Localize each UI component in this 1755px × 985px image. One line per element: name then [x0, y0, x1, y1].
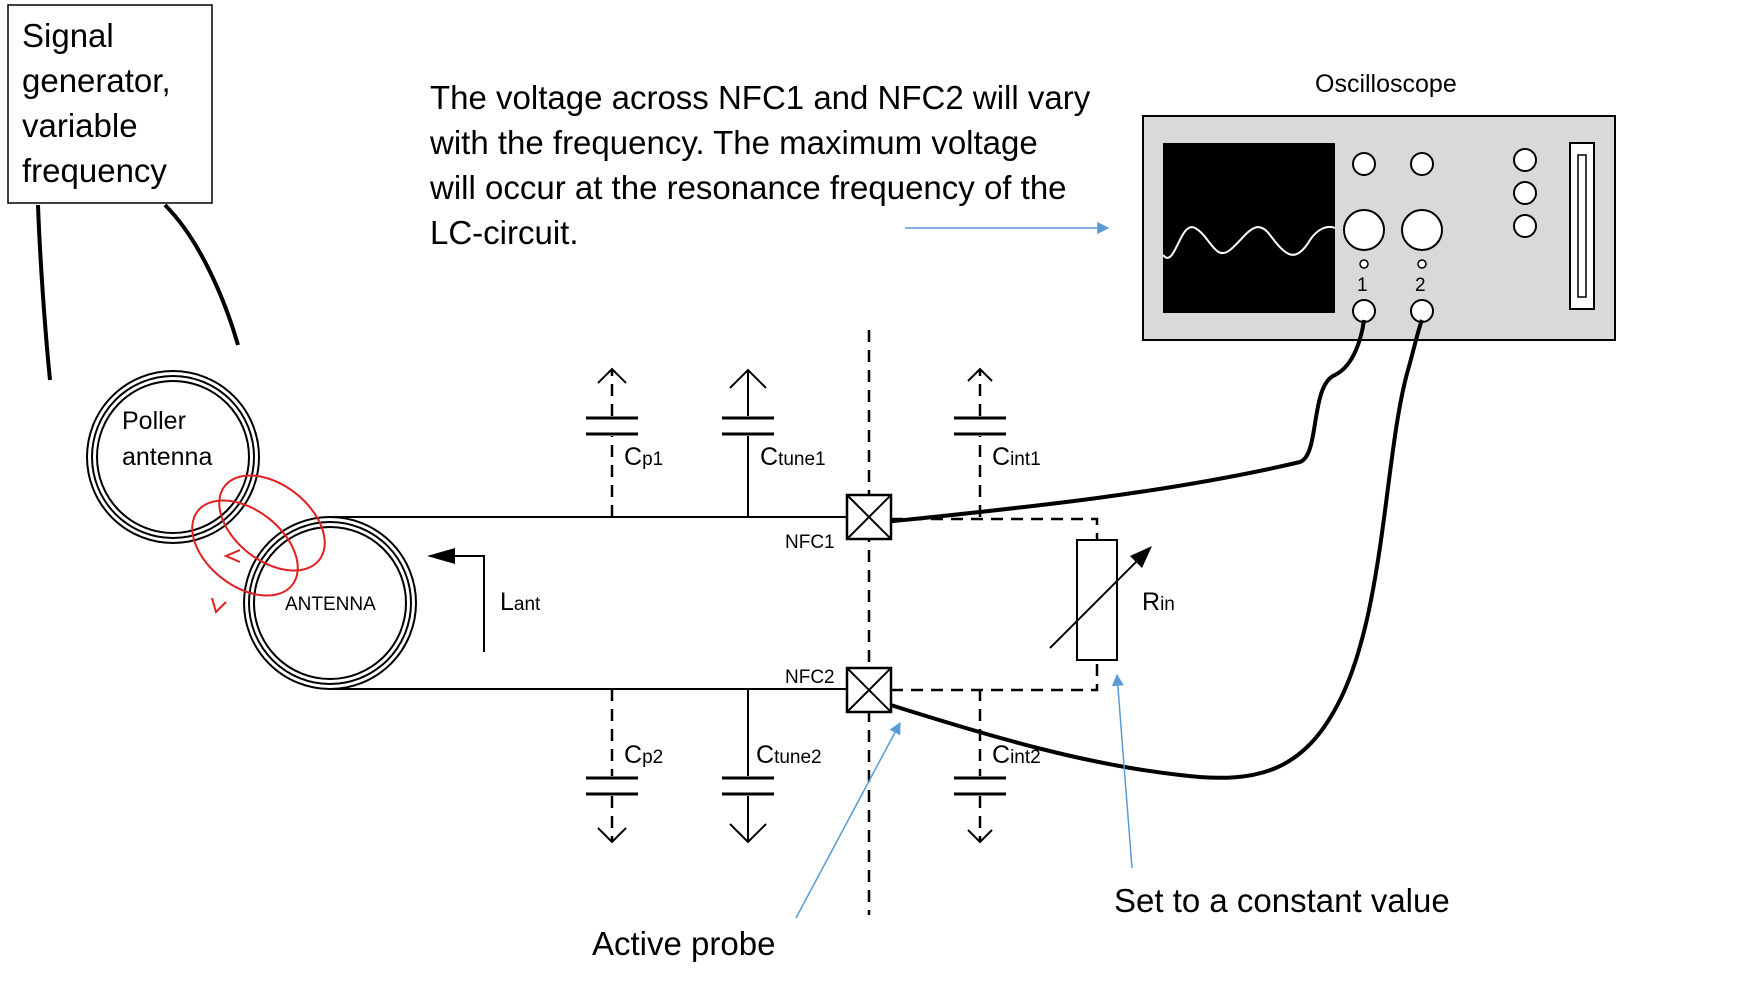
signal-generator-line-1: Signal [22, 17, 114, 54]
pin-nfc2: NFC2 [785, 666, 893, 714]
cp2-label-main: C [624, 741, 642, 769]
rin-label-sub: in [1160, 594, 1175, 615]
signal-generator-line-2: generator, [22, 62, 171, 99]
ctune1-label: Ctune1 [760, 443, 826, 471]
inductor-lant: Lant [427, 548, 541, 652]
nfc2-label: NFC2 [785, 667, 835, 688]
cint2-label-sub: int2 [1010, 747, 1041, 768]
probe-cable-ch2 [874, 319, 1424, 780]
inductor-label: Lant [500, 588, 541, 616]
antenna: ANTENNA [243, 516, 417, 690]
ctune1-label-main: C [760, 443, 778, 471]
capacitor-ctune2: Ctune2 [722, 689, 822, 844]
channel-2-label: 2 [1415, 275, 1426, 296]
description-line-1: The voltage across NFC1 and NFC2 will va… [430, 79, 1091, 116]
probe-cable-ch1 [874, 319, 1366, 525]
signal-generator: Signal generator, variable frequency [7, 4, 213, 204]
active-probe-label: Active probe [592, 925, 775, 962]
slider-slot [1577, 154, 1587, 298]
cp1-label-main: C [624, 443, 642, 471]
dial-channel-1 [1343, 209, 1385, 251]
cp1-label: Cp1 [624, 443, 663, 471]
ctune2-label-main: C [756, 741, 774, 769]
signal-generator-line-4: frequency [22, 152, 167, 189]
indicator-2 [1417, 259, 1427, 269]
antenna-label: ANTENNA [285, 594, 376, 615]
capacitor-cint1: Cint1 [954, 367, 1041, 517]
channel-2-input [1410, 299, 1434, 323]
resistor-rin: Rin [891, 517, 1175, 692]
channel-1-label: 1 [1357, 275, 1368, 296]
cp2-label: Cp2 [624, 741, 663, 769]
rin-label: Rin [1142, 588, 1175, 616]
description-text: The voltage across NFC1 and NFC2 will va… [429, 79, 1091, 251]
cint1-label-sub: int1 [1010, 449, 1041, 470]
dial-channel-2 [1401, 209, 1443, 251]
channel-1-input [1352, 299, 1376, 323]
oscilloscope: Oscilloscope 1 2 [1142, 70, 1616, 341]
poller-antenna: Poller antenna [86, 370, 260, 544]
cint2-label: Cint2 [992, 741, 1041, 769]
description-line-3: will occur at the resonance frequency of… [429, 169, 1067, 206]
rin-label-main: R [1142, 588, 1160, 616]
set-constant-arrow [1111, 673, 1133, 869]
poller-antenna-label-2: antenna [122, 443, 212, 471]
description-line-2: with the frequency. The maximum voltage [429, 124, 1038, 161]
capacitor-cp2: Cp2 [586, 689, 663, 844]
cp1-label-sub: p1 [642, 449, 663, 470]
ctune1-label-sub: tune1 [778, 449, 826, 470]
set-constant-label: Set to a constant value [1114, 882, 1450, 919]
inductor-label-main: L [500, 588, 514, 616]
pin-nfc1: NFC1 [785, 493, 893, 553]
cint1-label-main: C [992, 443, 1010, 471]
description-line-4: LC-circuit. [430, 214, 579, 251]
capacitor-ctune1: Ctune1 [722, 368, 826, 517]
waveform-trace [1162, 225, 1336, 259]
generator-cable-right [163, 203, 240, 346]
knob-5 [1513, 214, 1537, 238]
ctune2-label-sub: tune2 [774, 747, 822, 768]
signal-generator-line-3: variable [22, 107, 138, 144]
capacitor-cint2: Cint2 [954, 689, 1041, 844]
nfc1-label: NFC1 [785, 532, 835, 553]
capacitor-cp1: Cp1 [586, 367, 663, 517]
magnetic-field-coupling [191, 474, 326, 614]
knob-1 [1352, 152, 1376, 176]
cp2-label-sub: p2 [642, 747, 663, 768]
inductor-label-sub: ant [514, 594, 541, 615]
indicator-1 [1359, 259, 1369, 269]
generator-cable-left [36, 204, 52, 381]
knob-3 [1513, 148, 1537, 172]
poller-antenna-label-1: Poller [122, 407, 186, 435]
active-probe-arrow [795, 721, 901, 919]
oscilloscope-title: Oscilloscope [1315, 70, 1457, 98]
ctune2-label: Ctune2 [756, 741, 822, 769]
knob-2 [1410, 152, 1434, 176]
cint1-label: Cint1 [992, 443, 1041, 471]
cint2-label-main: C [992, 741, 1010, 769]
knob-4 [1513, 181, 1537, 205]
